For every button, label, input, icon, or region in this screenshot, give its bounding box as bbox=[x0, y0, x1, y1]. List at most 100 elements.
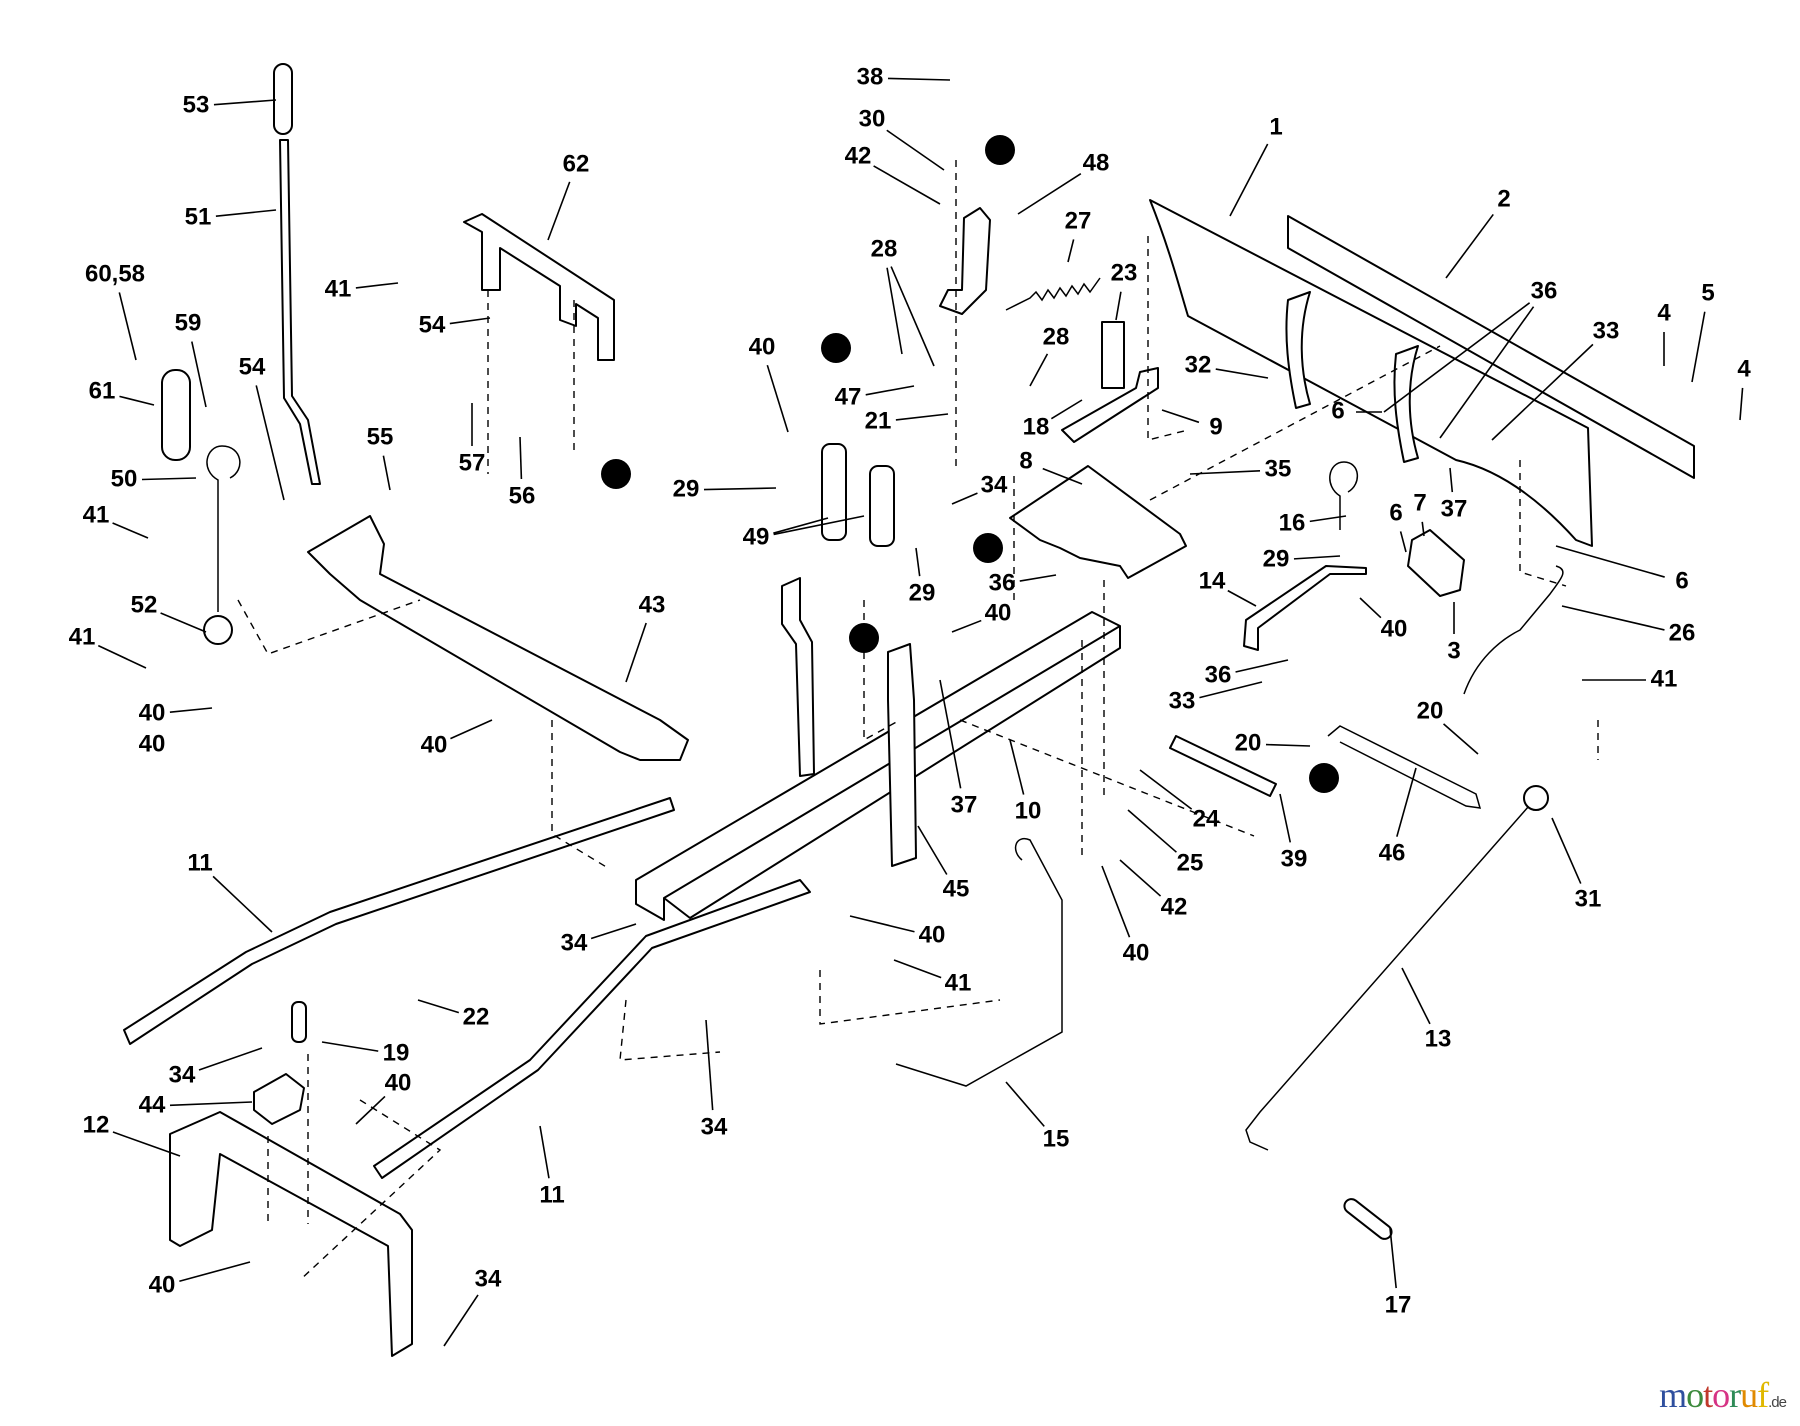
callout-label-35: 35 bbox=[1265, 455, 1292, 482]
part-52-collar bbox=[203, 615, 233, 645]
leader-line bbox=[215, 209, 277, 217]
reference-dot bbox=[849, 623, 879, 653]
leader-line bbox=[1009, 739, 1025, 795]
callout-label-20: 20 bbox=[1235, 729, 1262, 756]
part-10-frame-beam bbox=[635, 611, 1121, 921]
callout-label-28: 28 bbox=[1043, 323, 1070, 350]
callout-label-20: 20 bbox=[1417, 697, 1444, 724]
leader-line bbox=[1401, 967, 1431, 1025]
leader-line bbox=[625, 622, 647, 683]
leader-line bbox=[1739, 387, 1744, 421]
callout-label-32: 32 bbox=[1185, 351, 1212, 378]
leader-line bbox=[198, 1047, 263, 1071]
callout-label-37: 37 bbox=[1441, 495, 1468, 522]
leader-line bbox=[417, 999, 460, 1014]
callout-label-41: 41 bbox=[69, 623, 96, 650]
leader-line bbox=[191, 341, 207, 408]
part-50-eye-bolt bbox=[206, 445, 241, 612]
callout-label-26: 26 bbox=[1669, 619, 1696, 646]
leader-line bbox=[179, 1261, 251, 1283]
callout-label-4: 4 bbox=[1737, 355, 1751, 382]
part-1-plow-blade bbox=[1149, 199, 1593, 547]
leader-line bbox=[1227, 589, 1257, 607]
callout-label-5: 5 bbox=[1701, 279, 1714, 306]
leader-line bbox=[118, 292, 137, 361]
leader-line bbox=[849, 915, 915, 933]
leader-line bbox=[1445, 213, 1494, 279]
leader-line bbox=[773, 515, 865, 536]
watermark-letter: r bbox=[1729, 1375, 1741, 1415]
leader-line bbox=[590, 923, 637, 940]
leader-line bbox=[355, 1095, 386, 1125]
callout-label-41: 41 bbox=[945, 969, 972, 996]
part-62-bracket bbox=[463, 213, 615, 361]
callout-label-38: 38 bbox=[857, 63, 884, 90]
callout-label-40: 40 bbox=[149, 1271, 176, 1298]
callout-label-34: 34 bbox=[475, 1265, 502, 1292]
leader-line bbox=[1235, 659, 1289, 673]
leader-line bbox=[382, 455, 391, 491]
assembly-guide-lines bbox=[237, 160, 1599, 1281]
leader-line bbox=[212, 875, 273, 933]
callout-label-34: 34 bbox=[701, 1113, 728, 1140]
callout-label-40: 40 bbox=[385, 1069, 412, 1096]
part-19-clevis-pin bbox=[291, 1001, 307, 1043]
part-15-rod bbox=[895, 837, 1063, 1087]
callout-label-19: 19 bbox=[383, 1039, 410, 1066]
callout-label-40: 40 bbox=[749, 333, 776, 360]
part-blade-rib-left bbox=[1285, 291, 1311, 409]
callout-label-3: 3 bbox=[1447, 637, 1460, 664]
callout-label-60-58: 60,58 bbox=[85, 260, 145, 287]
callout-label-40: 40 bbox=[1123, 939, 1150, 966]
leader-line bbox=[141, 477, 197, 481]
callout-label-54: 54 bbox=[239, 353, 266, 380]
leader-line bbox=[1019, 574, 1057, 582]
leader-line bbox=[1443, 723, 1479, 755]
callout-label-40: 40 bbox=[919, 921, 946, 948]
callout-label-40: 40 bbox=[421, 731, 448, 758]
leader-line bbox=[1119, 859, 1162, 897]
callout-label-16: 16 bbox=[1279, 509, 1306, 536]
watermark-letter: f bbox=[1757, 1375, 1769, 1415]
leader-line bbox=[1161, 409, 1200, 424]
part-53-handle-grip bbox=[273, 63, 293, 135]
callout-label-31: 31 bbox=[1575, 885, 1602, 912]
callout-label-34: 34 bbox=[561, 929, 588, 956]
callout-label-48: 48 bbox=[1083, 149, 1110, 176]
callout-label-36: 36 bbox=[1205, 661, 1232, 688]
watermark-letter: o bbox=[1712, 1375, 1730, 1415]
callout-label-15: 15 bbox=[1043, 1125, 1070, 1152]
leader-line bbox=[443, 1294, 479, 1347]
watermark-letter: m bbox=[1659, 1375, 1687, 1415]
reference-dot bbox=[601, 459, 631, 489]
callout-label-41: 41 bbox=[1651, 665, 1678, 692]
callout-label-13: 13 bbox=[1425, 1025, 1452, 1052]
callout-label-27: 27 bbox=[1065, 207, 1092, 234]
leader-line bbox=[1399, 531, 1407, 553]
callout-label-36: 36 bbox=[1531, 277, 1558, 304]
callout-label-8: 8 bbox=[1019, 447, 1032, 474]
part-48-mount bbox=[939, 207, 991, 315]
leader-line bbox=[1229, 143, 1269, 217]
leader-line bbox=[1359, 597, 1382, 619]
leader-line bbox=[112, 1131, 181, 1157]
watermark-logo: motoruf.de bbox=[1659, 1374, 1787, 1416]
callout-label-29: 29 bbox=[673, 475, 700, 502]
callout-label-40: 40 bbox=[985, 599, 1012, 626]
leader-line bbox=[1293, 555, 1341, 560]
callout-leaders bbox=[97, 77, 1744, 1347]
callout-label-59: 59 bbox=[175, 309, 202, 336]
leader-line bbox=[119, 395, 155, 406]
leader-line bbox=[1551, 817, 1582, 884]
reference-dot bbox=[985, 135, 1015, 165]
leader-line bbox=[1555, 545, 1665, 578]
part-46-rod bbox=[1327, 725, 1482, 809]
leader-line bbox=[1017, 173, 1082, 215]
callout-label-36: 36 bbox=[989, 569, 1016, 596]
part-49-plate-a bbox=[821, 443, 847, 541]
leader-line bbox=[255, 385, 285, 501]
leader-line bbox=[766, 364, 789, 433]
part-8-plow-mount bbox=[1009, 465, 1187, 579]
leader-line bbox=[917, 825, 948, 875]
